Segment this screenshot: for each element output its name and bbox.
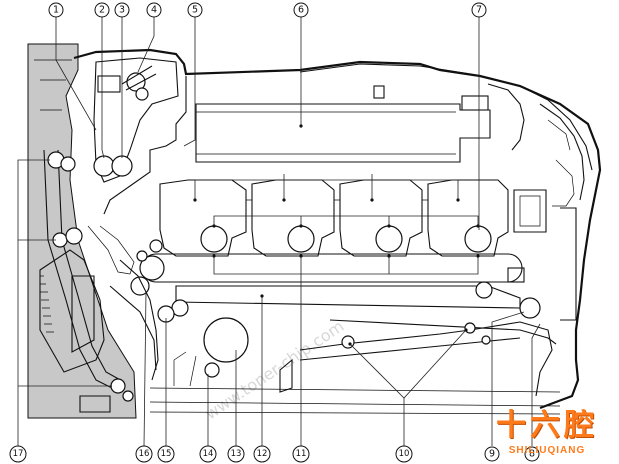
leader-dots — [193, 124, 480, 346]
svg-text:1: 1 — [53, 5, 59, 16]
callout-13: 13 — [227, 445, 245, 463]
callout-5: 5 — [187, 2, 203, 18]
svg-text:5: 5 — [192, 5, 198, 16]
svg-text:15: 15 — [161, 449, 172, 459]
callout-12: 12 — [253, 445, 271, 463]
svg-text:10: 10 — [399, 449, 410, 459]
callout-1: 1 — [48, 2, 64, 18]
svg-text:4: 4 — [151, 5, 157, 16]
svg-text:7: 7 — [476, 5, 482, 16]
callout-3: 3 — [114, 2, 130, 18]
svg-text:6: 6 — [298, 5, 304, 16]
svg-text:16: 16 — [139, 449, 150, 459]
leader-lines — [17, 17, 541, 447]
printer-casing — [73, 48, 602, 410]
paper-path-rollers — [109, 239, 249, 381]
brand-name-english: SHILIUQIANG — [508, 444, 586, 456]
callout-4: 4 — [146, 2, 162, 18]
svg-text:2: 2 — [99, 5, 105, 16]
fuser-unit — [93, 57, 179, 183]
callout-11: 11 — [292, 445, 310, 463]
brand-name-chinese: 十六腔 — [496, 407, 598, 443]
svg-text:8: 8 — [529, 449, 535, 460]
callout-16: 16 — [135, 445, 153, 463]
callout-10: 10 — [395, 445, 413, 463]
callout-14: 14 — [199, 445, 217, 463]
developer-rollers — [200, 225, 492, 253]
svg-text:9: 9 — [489, 449, 495, 460]
svg-text:3: 3 — [119, 5, 125, 16]
callout-17: 17 — [9, 445, 27, 463]
brand-watermark-logo: 十六腔 SHILIUQIANG — [483, 400, 611, 464]
svg-text:11: 11 — [296, 449, 307, 459]
callout-8: 8 — [524, 446, 540, 462]
svg-text:14: 14 — [203, 449, 214, 459]
transfer-belt — [141, 253, 541, 319]
svg-text:12: 12 — [257, 449, 268, 459]
rear-door-panel — [27, 43, 137, 419]
duplex-path — [39, 149, 135, 402]
callout-6: 6 — [293, 2, 309, 18]
callout-2: 2 — [94, 2, 110, 18]
svg-text:13: 13 — [231, 449, 242, 459]
svg-text:17: 17 — [13, 449, 24, 459]
callout-9: 9 — [484, 446, 500, 462]
callout-7: 7 — [471, 2, 487, 18]
callout-15: 15 — [157, 445, 175, 463]
